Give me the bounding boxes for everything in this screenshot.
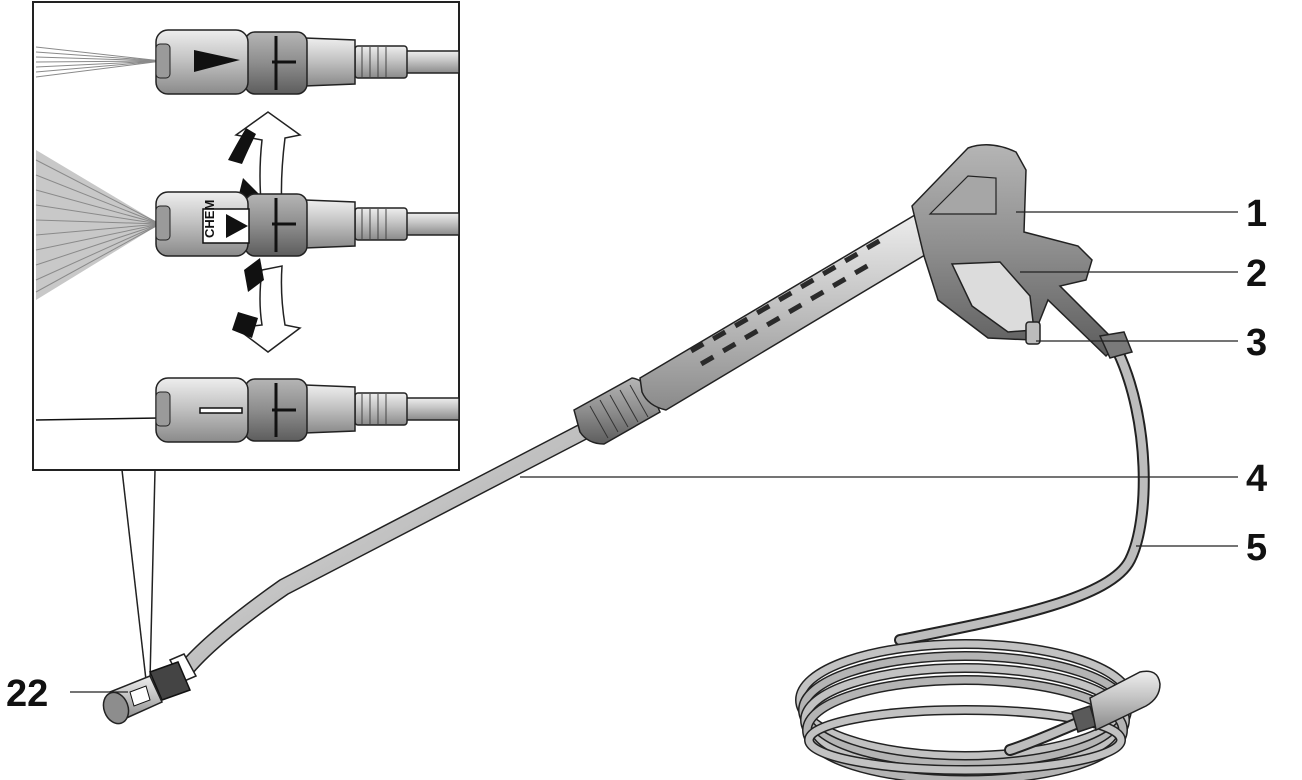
inset-pointer-line: [149, 469, 156, 681]
hose-connector: [1071, 670, 1161, 733]
callout-22: 22: [6, 673, 48, 715]
inset-pointer-line: [121, 469, 147, 681]
spray-nozzle: [102, 661, 192, 725]
trigger-gun-handle: [911, 144, 1120, 358]
callout-5: 5: [1246, 527, 1267, 569]
barrel-grip-ribs: [689, 238, 881, 367]
spray-pattern-point: [35, 417, 161, 421]
nozzle-setting-chemical: CHEM: [35, 150, 460, 300]
callout-1: 1: [1246, 193, 1267, 235]
chem-marking-label: CHEM: [202, 200, 217, 238]
callout-4: 4: [1246, 458, 1267, 500]
lance-coupling-nut: [573, 377, 661, 445]
nozzle-settings-inset: CHEM: [32, 1, 460, 681]
callout-2: 2: [1246, 253, 1267, 295]
point-jet-marking: [199, 407, 243, 414]
fan-jet-marking: [194, 50, 240, 72]
hose-gun-connector: [1098, 331, 1134, 359]
gun-barrel: [573, 211, 952, 445]
callout-3: 3: [1246, 322, 1267, 364]
spray-pattern-narrow: [35, 46, 163, 78]
callout-labels: 1 2 3 4 5 22: [6, 193, 1267, 715]
rotation-arrow-down: [232, 258, 302, 353]
spray-pattern-wide: [35, 150, 161, 300]
nozzle-setting-point-jet: [35, 377, 460, 443]
callout-leader-lines: [70, 211, 1238, 693]
trigger-lock: [1025, 321, 1041, 345]
nozzle-setting-fan-jet: [35, 29, 460, 95]
chem-triangle-marking: [226, 214, 248, 238]
